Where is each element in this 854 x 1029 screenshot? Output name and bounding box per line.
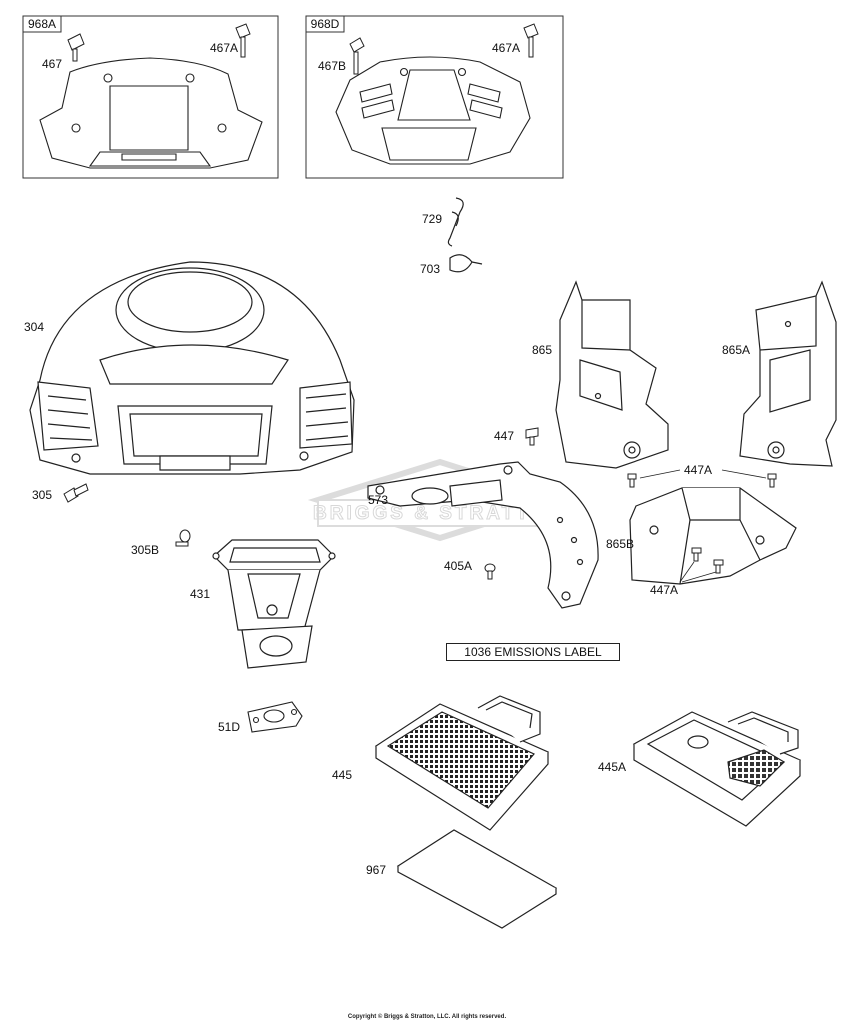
cover-968a (39, 57, 263, 169)
shroud-865a (739, 280, 837, 467)
screw-447a-right-icon (767, 473, 777, 488)
leader-447a-bottom-2 (681, 571, 717, 583)
watermark-text: BRIGGS & STRATTON (313, 503, 565, 524)
screw-447a-bottom-icons (691, 547, 724, 574)
label-467a: 467A (210, 41, 238, 55)
label-467b: 467B (318, 59, 346, 73)
baffle-865b (629, 487, 797, 585)
label-305b: 305B (131, 543, 159, 557)
bolt-305b-icon (175, 529, 191, 547)
part-labels: 467 467A 467B 467A 729 703 304 865 865A … (24, 41, 750, 877)
leader-447a-left (639, 469, 681, 479)
bolt-305-icon (63, 483, 89, 503)
label-447a-bottom: 447A (650, 583, 678, 597)
label-865a: 865A (722, 343, 750, 357)
leader-447a-right (721, 469, 767, 479)
spring-clip-729-icon (447, 197, 464, 247)
air-intake-431 (212, 539, 336, 669)
box-968d-title: 968D (311, 17, 340, 31)
box-968a-title: 968A (28, 17, 56, 31)
knob-467b-icon (349, 37, 365, 75)
gasket-51d (247, 701, 303, 733)
screw-447-icon (525, 427, 539, 446)
copyright-notice: Copyright © Briggs & Stratton, LLC. All … (347, 1014, 507, 1020)
knob-467-icon (67, 33, 85, 62)
label-703: 703 (420, 262, 440, 276)
leader-447a-bottom-1 (679, 561, 695, 583)
label-445: 445 (332, 768, 352, 782)
pre-cleaner-967 (396, 829, 558, 929)
shroud-865 (555, 280, 669, 469)
label-729: 729 (422, 212, 442, 226)
label-865: 865 (532, 343, 552, 357)
screw-447a-left-icon (627, 473, 637, 488)
label-405a: 405A (444, 559, 472, 573)
label-51d: 51D (218, 720, 240, 734)
label-967: 967 (366, 863, 386, 877)
label-431: 431 (190, 587, 210, 601)
label-865b: 865B (606, 537, 634, 551)
blower-housing-304 (29, 261, 355, 475)
label-304: 304 (24, 320, 44, 334)
knob-467a-icon (235, 23, 251, 58)
label-447a-top: 447A (684, 463, 712, 477)
knob-467a-box2-icon (523, 23, 539, 58)
label-467a-2: 467A (492, 41, 520, 55)
label-573: 573 (368, 493, 388, 507)
wire-clip-703-icon (449, 254, 483, 273)
label-467: 467 (42, 57, 62, 71)
backplate-573 (367, 461, 599, 609)
kit-box-968d: 968D (305, 15, 564, 179)
air-filter-445a (632, 711, 802, 827)
kit-box-968a: 968A (22, 15, 279, 179)
label-447: 447 (494, 429, 514, 443)
label-305: 305 (32, 488, 52, 502)
label-445a: 445A (598, 760, 626, 774)
cover-968d (335, 56, 531, 165)
emissions-label-box: 1036 EMISSIONS LABEL (446, 643, 620, 661)
bolt-405a-icon (484, 563, 496, 580)
air-filter-445 (374, 695, 549, 831)
